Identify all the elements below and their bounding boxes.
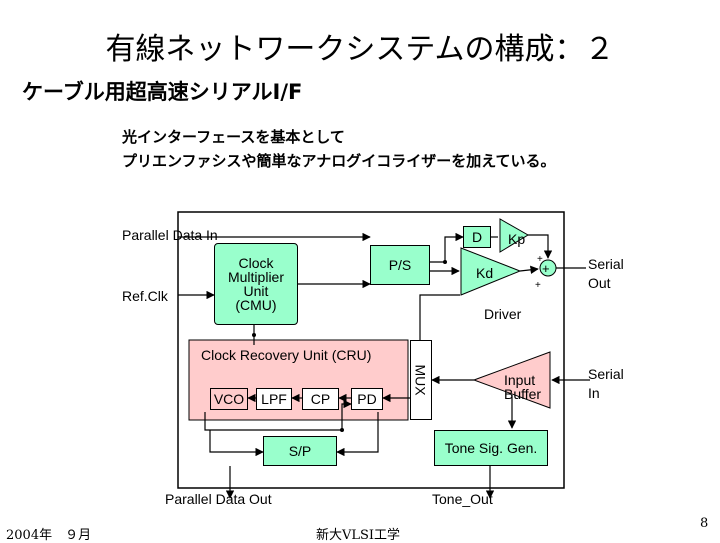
mux-block: MUX bbox=[410, 340, 432, 420]
driver-kd-triangle bbox=[460, 247, 522, 296]
cmu-line-4: (CMU) bbox=[235, 297, 277, 313]
sum-plus-bottom: + bbox=[535, 280, 541, 291]
driver-label: Driver bbox=[484, 306, 522, 322]
description-line-2: プリエンファシスや簡単なアナログイコライザーを加えている。 bbox=[122, 152, 556, 170]
sum-symbol: + bbox=[542, 261, 550, 276]
tone-gen-block: Tone Sig. Gen. bbox=[434, 430, 548, 466]
kp-triangle bbox=[499, 218, 529, 253]
input-buffer-label-2: Buffer bbox=[504, 386, 542, 402]
serial-in-label-1: Serial bbox=[588, 366, 624, 382]
sum-plus-top: + bbox=[537, 254, 543, 265]
wire-kp-sum bbox=[528, 234, 553, 259]
serial-out-label-2: Out bbox=[588, 275, 611, 291]
cmu-line-3: Unit bbox=[243, 283, 269, 299]
parallel-data-out-label: Parallel Data Out bbox=[165, 491, 272, 507]
pd-block: PD bbox=[351, 388, 383, 410]
d-label: D bbox=[471, 229, 483, 245]
kp-label: Kp bbox=[508, 231, 526, 247]
wire-clk-sp bbox=[209, 430, 264, 457]
input-buffer-triangle bbox=[472, 351, 551, 409]
cmu-line-1: Clock bbox=[238, 255, 274, 271]
cmu-block: Clock Multiplier Unit (CMU) bbox=[214, 243, 298, 325]
cmu-line-2: Multiplier bbox=[227, 269, 284, 285]
wire-cru-sp bbox=[336, 412, 379, 457]
vco-label: VCO bbox=[213, 391, 245, 407]
serial-out-label-1: Serial bbox=[588, 256, 624, 272]
cru-label: Clock Recovery Unit (CRU) bbox=[201, 347, 372, 363]
pd-label: PD bbox=[357, 391, 377, 407]
slide-subtitle: ケーブル用超高速シリアルI/F bbox=[22, 80, 303, 104]
wire-mux-driver bbox=[419, 294, 460, 340]
tone-out-label: Tone_Out bbox=[432, 491, 493, 507]
kd-label: Kd bbox=[476, 265, 494, 281]
d-block: D bbox=[463, 226, 491, 248]
input-buffer-label-1: Input bbox=[504, 372, 536, 388]
footer-org: 新大VLSI工学 bbox=[316, 528, 401, 543]
ps-block: P/S bbox=[370, 245, 430, 285]
cp-block: CP bbox=[302, 388, 339, 410]
sp-label: S/P bbox=[288, 443, 312, 459]
lpf-block: LPF bbox=[256, 388, 292, 410]
lpf-label: LPF bbox=[261, 391, 287, 407]
cp-label: CP bbox=[310, 391, 331, 407]
parallel-data-in-label: Parallel Data In bbox=[122, 227, 218, 243]
wire-ps-d bbox=[430, 232, 464, 263]
ps-label: P/S bbox=[388, 257, 412, 273]
footer-date: 2004年 ９月 bbox=[6, 528, 92, 543]
sp-block: S/P bbox=[263, 436, 337, 466]
vco-block: VCO bbox=[210, 388, 248, 410]
page-number: 8 bbox=[700, 516, 709, 531]
wire-kd-sum bbox=[519, 265, 539, 275]
tone-gen-label: Tone Sig. Gen. bbox=[444, 440, 538, 456]
slide-title: 有線ネットワークシステムの構成：２ bbox=[105, 32, 615, 67]
description-line-1: 光インターフェースを基本として bbox=[122, 128, 345, 146]
ref-clk-label: Ref.Clk bbox=[122, 288, 168, 304]
serial-in-label-2: In bbox=[588, 385, 600, 401]
mux-label: MUX bbox=[413, 364, 429, 396]
